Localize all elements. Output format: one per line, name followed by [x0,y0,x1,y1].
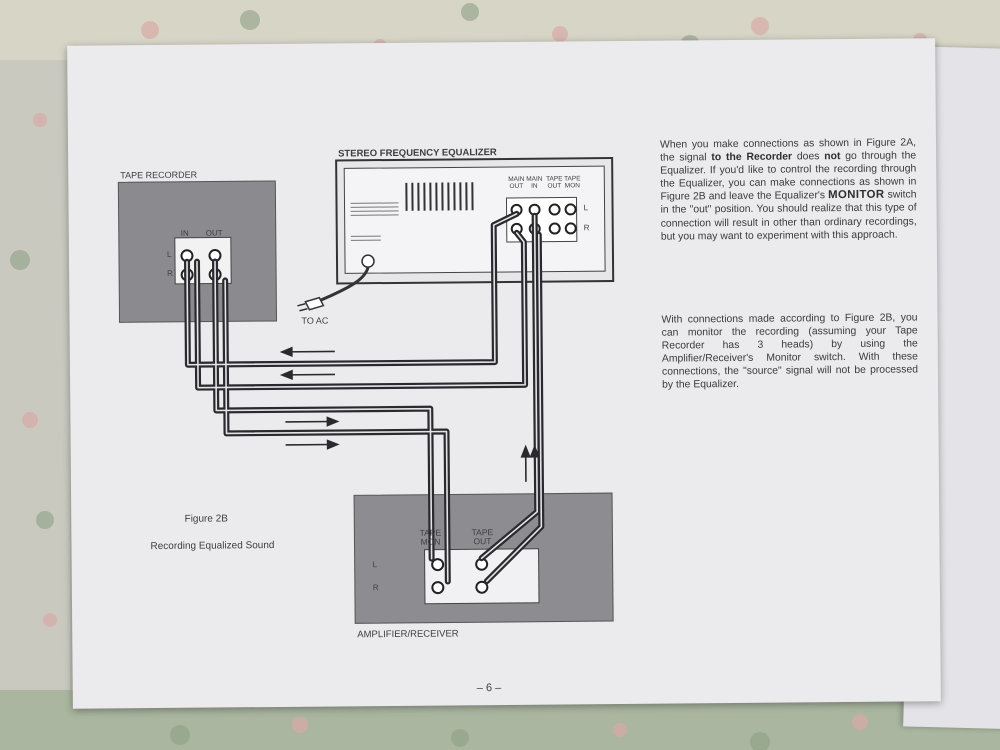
equalizer-label: STEREO FREQUENCY EQUALIZER [338,147,497,160]
amplifier-label: AMPLIFIER/RECEIVER [357,628,459,641]
figure-number: Figure 2B [184,513,228,525]
amp-l-label: L [372,560,378,570]
page-number: – 6 – [476,682,502,695]
tape-l-label: L [166,249,172,259]
amp-r-label: R [372,583,379,593]
paragraph-2: With connections made according to Figur… [661,312,919,392]
signal-arrows [279,346,540,482]
paragraph-1: When you make connections as shown in Fi… [659,137,917,243]
eq-l-label: L [583,203,589,213]
eq-jack-tape-mon: TAPE MON [564,175,581,190]
eq-jack-main-in: MAIN IN [526,175,543,190]
manual-page: TAPE RECORDER IN OUT L R STEREO FREQUENC… [67,38,941,709]
cables [184,210,545,585]
amp-tape-out-label: TAPE OUT [471,527,494,547]
tape-in-label: IN [180,228,189,238]
tape-recorder-label: TAPE RECORDER [120,169,198,181]
amp-tape-mon-label: TAPE MON [419,527,442,547]
connection-diagram [117,157,615,624]
eq-r-label: R [583,223,590,233]
tape-r-label: R [167,268,173,278]
figure-title: Recording Equalized Sound [150,540,275,553]
power-label: TO AC [301,315,329,326]
tape-out-label: OUT [205,228,223,238]
